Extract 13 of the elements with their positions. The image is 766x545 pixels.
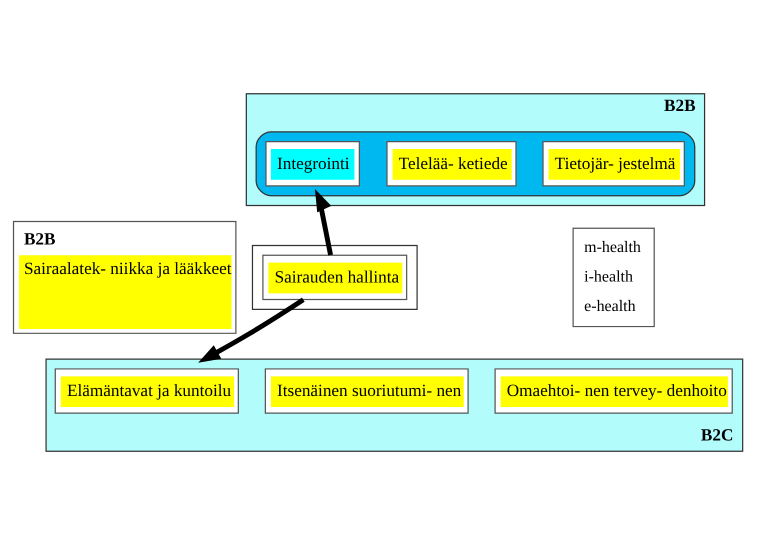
arrow [314,188,333,256]
node-box: m-health i-health e-health [572,228,655,328]
node-box: Tietojär- jestelmä [542,141,685,186]
node-box: Sairauden hallinta [262,254,408,300]
node-box: Elämäntavat ja kuntoilu [54,368,239,414]
cluster [256,131,696,196]
node-box: Integrointi [265,141,360,186]
cluster [252,244,418,310]
node-box: B2B Sairaalatek- niikka ja lääkkeet [12,220,236,334]
node-box: Omaehtoi- nen tervey- denhoito [494,368,733,414]
node-box: Itsenäinen suoriutumi- nen [264,368,469,414]
arrow [198,298,305,363]
node-box: Telelää- ketiede [386,141,517,186]
